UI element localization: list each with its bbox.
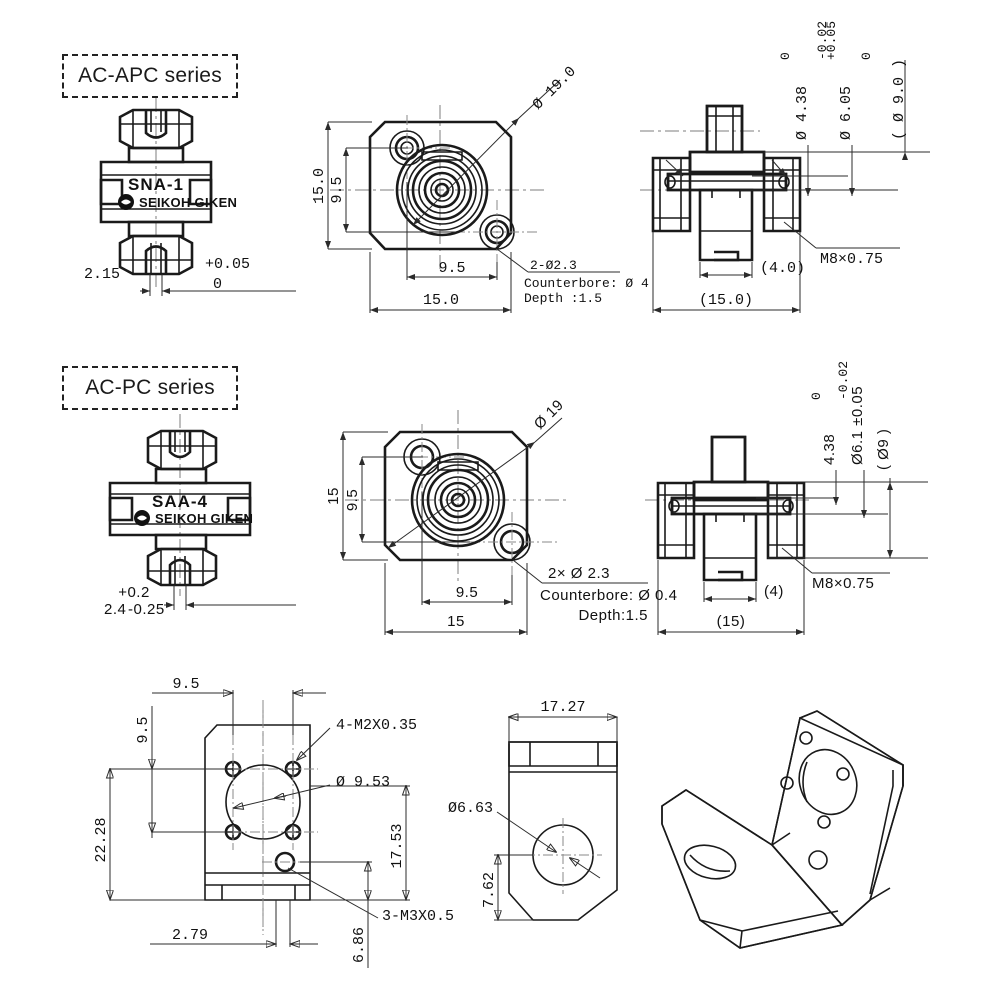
ac-apc-ferrule-tol-upper: +0.05 bbox=[205, 256, 250, 273]
ac-pc-pitch-vertical: 9.5 bbox=[344, 489, 361, 511]
ac-pc-dia1-tol-upper: 0 bbox=[809, 392, 824, 400]
ac-pc-ferrule-tol-lower: -0.25 bbox=[128, 601, 165, 618]
ac-pc-chamfer-note: Ø 19 bbox=[531, 396, 567, 432]
ac-apc-adapter-photo: SNA-1 SEIKOH GIKEN 2.15 +0.05 0 bbox=[84, 98, 296, 296]
bracket-dim-17-53: 17.53 bbox=[389, 823, 406, 868]
bracket-thread-note-3: 3-M3X0.5 bbox=[382, 908, 454, 925]
ac-apc-section-view: Ø 4.38 0 -0.02 Ø 6.05 +0.05 0 ( Ø 9.0 ) … bbox=[640, 21, 930, 313]
series-label-ac-pc-text: AC-PC series bbox=[85, 376, 215, 399]
ac-pc-overall-height: 15 bbox=[325, 487, 342, 505]
ac-apc-hole-note-3: Depth :1.5 bbox=[524, 291, 602, 306]
bracket-hole-dia: Ø6.63 bbox=[448, 800, 493, 817]
ac-pc-dia1-tol-lower: -0.02 bbox=[836, 361, 851, 400]
ac-apc-inner-width: (4.0) bbox=[760, 260, 805, 277]
ac-apc-dia2-tol-lower: 0 bbox=[859, 52, 874, 60]
ac-apc-dia1: Ø 4.38 bbox=[794, 86, 811, 140]
series-label-ac-pc: AC-PC series bbox=[62, 366, 238, 410]
ac-pc-hole-note-1: 2× Ø 2.3 bbox=[548, 565, 610, 582]
ac-pc-ferrule-dim: 2.4 bbox=[104, 601, 126, 618]
ac-pc-inner-width: (4) bbox=[764, 583, 784, 600]
bracket-side-pitch: 9.5 bbox=[135, 716, 152, 743]
bracket-overall-height: 22.28 bbox=[93, 817, 110, 862]
ac-apc-thread-note: M8×0.75 bbox=[820, 251, 883, 268]
ac-pc-adapter-photo: SAA-4 SEIKOH GIKEN +0.2 2.4 -0.25 bbox=[104, 414, 296, 618]
ac-pc-part-number: SAA-4 bbox=[152, 492, 208, 511]
ac-pc-pitch-horizontal: 9.5 bbox=[456, 584, 478, 601]
bracket-bottom-offset: 2.79 bbox=[172, 927, 208, 944]
ac-pc-section-view: 4.38 0 -0.02 Ø6.1 ±0.05 ( Ø9 ) M8×0.75 (… bbox=[645, 361, 928, 635]
ac-apc-ferrule-dim: 2.15 bbox=[84, 266, 120, 283]
ac-apc-part-number: SNA-1 bbox=[128, 175, 184, 194]
ac-pc-overall-length: (15) bbox=[717, 613, 746, 630]
bracket-thread-note-4: 4-M2X0.35 bbox=[336, 717, 417, 734]
ac-pc-thread-note: M8×0.75 bbox=[812, 575, 874, 592]
bracket-dim-6-86: 6.86 bbox=[351, 927, 368, 963]
ac-apc-dia2: Ø 6.05 bbox=[838, 86, 855, 140]
ac-apc-dia2-tol-upper: +0.05 bbox=[824, 21, 839, 60]
bracket-side-width: 17.27 bbox=[540, 699, 585, 716]
ac-apc-dia1-tol-upper: 0 bbox=[778, 52, 793, 60]
ac-pc-front-view: Ø 19 15 9.5 9.5 15 2× Ø 2.3 Cou bbox=[325, 396, 677, 635]
ac-pc-ferrule-tol-upper: +0.2 bbox=[118, 584, 150, 601]
ac-pc-hole-note-2: Counterbore: Ø 0.4 bbox=[540, 587, 677, 604]
ac-apc-ferrule-tol-lower: 0 bbox=[213, 276, 222, 293]
ac-pc-dia1: 4.38 bbox=[821, 434, 838, 465]
ac-apc-front-view: Ø 19.0 15.0 9.5 9.5 15.0 2-Ø2.3 bbox=[311, 63, 649, 313]
ac-apc-hole-note-1: 2-Ø2.3 bbox=[530, 258, 577, 273]
ac-apc-dia3: ( Ø 9.0 ) bbox=[891, 59, 908, 140]
ac-pc-overall-width: 15 bbox=[447, 613, 465, 630]
ac-pc-dia2: Ø6.1 ±0.05 bbox=[849, 386, 866, 465]
ac-apc-chamfer-note: Ø 19.0 bbox=[530, 63, 580, 113]
bracket-isometric-view bbox=[661, 710, 904, 949]
ac-pc-brand: SEIKOH GIKEN bbox=[155, 511, 253, 526]
bracket-bore-note: Ø 9.53 bbox=[336, 774, 390, 791]
ac-apc-dia1-tol-lower: -0.02 bbox=[815, 21, 830, 60]
ac-pc-dia3: ( Ø9 ) bbox=[875, 429, 892, 470]
ac-apc-overall-length: (15.0) bbox=[699, 292, 753, 309]
bracket-front-view: 9.5 9.5 22.28 2.79 4-M2X0.35 Ø bbox=[93, 676, 454, 968]
ac-apc-brand: SEIKOH GIKEN bbox=[139, 195, 237, 210]
bracket-top-pitch: 9.5 bbox=[172, 676, 199, 693]
ac-apc-overall-width: 15.0 bbox=[423, 292, 459, 309]
ac-pc-hole-note-3: Depth:1.5 bbox=[578, 607, 648, 624]
series-label-ac-apc-text: AC-APC series bbox=[78, 64, 222, 87]
ac-apc-hole-note-2: Counterbore: Ø 4 bbox=[524, 276, 649, 291]
bracket-hole-height: 7.62 bbox=[481, 872, 498, 908]
series-label-ac-apc: AC-APC series bbox=[62, 54, 238, 98]
ac-apc-pitch-vertical: 9.5 bbox=[329, 176, 346, 203]
bracket-side-view: 17.27 Ø6.63 7.62 bbox=[448, 699, 617, 920]
ac-apc-pitch-horizontal: 9.5 bbox=[438, 260, 465, 277]
ac-apc-overall-height: 15.0 bbox=[311, 168, 328, 204]
